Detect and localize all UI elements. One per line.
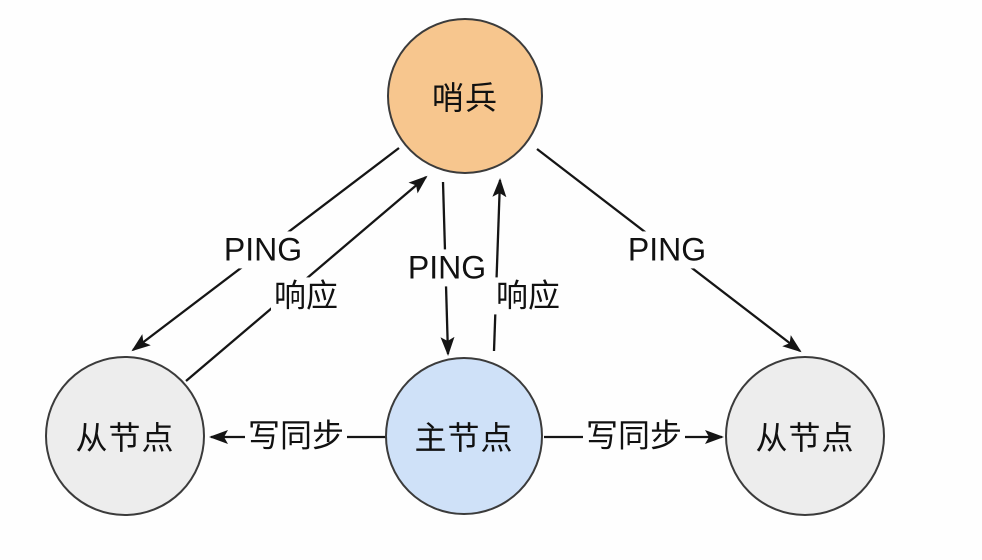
sentinel-node: 哨兵 <box>387 18 543 174</box>
left-slave-node-label: 从节点 <box>75 420 175 456</box>
response-arrow-master-to-sentinel <box>492 178 507 352</box>
write-sync-label-left: 写同步 <box>244 417 348 455</box>
write-sync-label-right: 写同步 <box>582 417 686 455</box>
ping-label-right: PING <box>624 231 710 269</box>
master-node: 主节点 <box>385 357 543 515</box>
right-slave-node-label: 从节点 <box>755 420 855 456</box>
right-slave-node: 从节点 <box>725 356 885 516</box>
response-label-middle: 响应 <box>492 277 564 315</box>
ping-label-middle: PING <box>404 249 490 287</box>
response-label-left: 响应 <box>270 277 342 315</box>
left-slave-node: 从节点 <box>45 356 205 516</box>
master-node-label: 主节点 <box>414 420 514 456</box>
ping-label-left: PING <box>220 231 306 269</box>
sentinel-node-label: 哨兵 <box>431 80 498 116</box>
